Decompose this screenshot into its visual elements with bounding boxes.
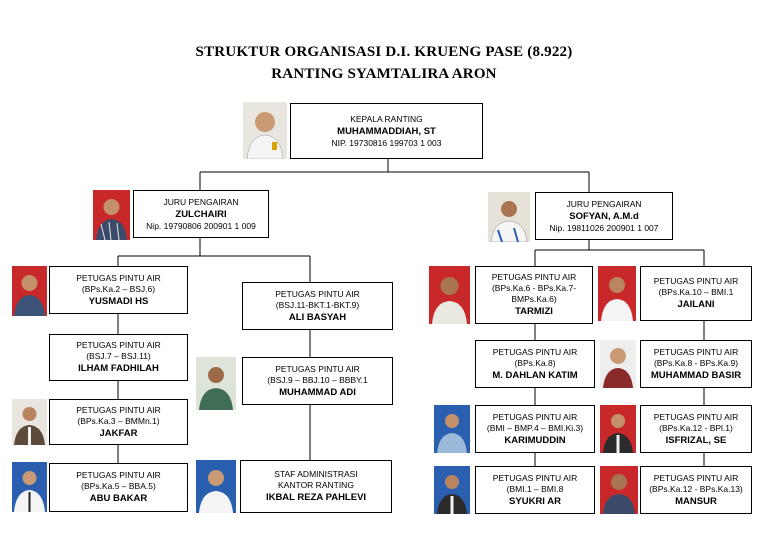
petugas-box: PETUGAS PINTU AIR (BPs.Ka.8) M. DAHLAN K…: [475, 340, 595, 388]
juru-left-nip: Nip. 19790806 200901 1 009: [146, 220, 256, 231]
petugas-code: (BMI – BMP.4 – BMI.Ki.3): [486, 422, 584, 433]
syukri-portrait-photo: [434, 466, 470, 514]
petugas-role: PETUGAS PINTU AIR: [492, 472, 578, 483]
petugas-name: TARMIZI: [515, 306, 553, 317]
petugas-box: PETUGAS PINTU AIR (BPs.Ka.12 - BPs.Ka.13…: [640, 466, 752, 514]
muhammadbasir-portrait-photo: [600, 340, 636, 388]
petugas-name: YUSMADI HS: [88, 295, 149, 307]
petugas-box: PETUGAS PINTU AIR (BPs.Ka.10 – BMI.1 JAI…: [640, 266, 752, 321]
jailani-portrait-photo: [598, 266, 636, 321]
juru-left-role: JURU PENGAIRAN: [163, 196, 239, 207]
petugas-role: PETUGAS PINTU AIR: [653, 276, 739, 286]
staff-name: IKBAL REZA PAHLEVI: [265, 492, 367, 503]
chart-title-line1: STRUKTUR ORGANISASI D.I. KRUENG PASE (8.…: [195, 44, 573, 60]
petugas-code: (BMI.1 – BMI.8: [506, 483, 564, 494]
head-box: KEPALA RANTING MUHAMMADDIAH, ST NIP. 197…: [290, 103, 483, 159]
petugas-box: PETUGAS PINTU AIR (BMI – BMP.4 – BMI.Ki.…: [475, 405, 595, 453]
petugas-name: KARIMUDDIN: [504, 434, 566, 446]
petugas-name: ISFRIZAL, SE: [665, 434, 727, 446]
petugas-box: PETUGAS PINTU AIR (BPs.Ka.5 – BBA.5) ABU…: [49, 463, 188, 512]
petugas-box: PETUGAS PINTU AIR (BPs.Ka.6 - BPs.Ka.7- …: [475, 266, 593, 324]
juru-left-name: ZULCHAIRI: [175, 208, 227, 220]
petugas-box: PETUGAS PINTU AIR (BPs.Ka.2 – BSJ.6) YUS…: [49, 266, 188, 314]
petugas-role: PETUGAS PINTU AIR: [275, 288, 360, 299]
head-name: MUHAMMADDIAH, ST: [337, 125, 436, 137]
petugas-code: (BPs.Ka.5 – BBA.5): [81, 481, 156, 491]
yusmadi-portrait-photo: [12, 266, 47, 316]
juru-right-box: JURU PENGAIRAN SOFYAN, A.M.d Nip. 198110…: [535, 192, 673, 240]
petugas-box: PETUGAS PINTU AIR (BPs.Ka.8 - BPs.Ka.9) …: [640, 340, 752, 388]
petugas-name: M. DAHLAN KATIM: [492, 369, 578, 381]
petugas-name: ILHAM FADHILAH: [78, 363, 159, 374]
petugas-role: PETUGAS PINTU AIR: [76, 470, 161, 480]
petugas-role: PETUGAS PINTU AIR: [76, 272, 161, 283]
petugas-role: PETUGAS PINTU AIR: [653, 411, 739, 422]
petugas-role: PETUGAS PINTU AIR: [491, 272, 577, 282]
petugas-name: ABU BAKAR: [89, 493, 148, 504]
petugas-role: PETUGAS PINTU AIR: [492, 411, 578, 422]
petugas-name: ALI BASYAH: [288, 311, 347, 323]
petugas-box: PETUGAS PINTU AIR (BPs.Ka.12 - BPl.1) IS…: [640, 405, 752, 453]
petugas-name: SYUKRI AR: [509, 495, 561, 507]
muhammadadi-portrait-photo: [196, 357, 236, 410]
petugas-code: (BPs.Ka.8): [514, 357, 556, 368]
petugas-role: PETUGAS PINTU AIR: [76, 340, 161, 350]
staff-admin-box: STAF ADMINISTRASI KANTOR RANTING IKBAL R…: [240, 460, 392, 513]
petugas-role: PETUGAS PINTU AIR: [653, 346, 739, 357]
head-nip: NIP. 19730816 199703 1 003: [331, 137, 442, 148]
petugas-code: (BPs.Ka.3 – BMMn.1): [77, 415, 160, 426]
petugas-code: (BSJ.11-BKT.1-BKT.9): [275, 299, 360, 310]
isfrizal-portrait-photo: [600, 405, 636, 453]
juru-right-nip: Nip. 19811026 200901 1 007: [549, 222, 659, 233]
petugas-code: (BPs.Ka.12 - BPs.Ka.13): [649, 483, 743, 494]
petugas-role: PETUGAS PINTU AIR: [653, 472, 739, 483]
mansur-portrait-photo: [600, 466, 638, 514]
juru-right-role: JURU PENGAIRAN: [566, 198, 642, 209]
tarmizi-portrait-photo: [429, 266, 470, 324]
petugas-role: PETUGAS PINTU AIR: [76, 404, 161, 415]
petugas-name: JAKFAR: [99, 427, 138, 439]
petugas-code: (BPs.Ka.2 – BSJ.6): [81, 283, 156, 294]
petugas-code: (BSJ.7 – BSJ.11): [86, 351, 151, 361]
petugas-code: (BPs.Ka.6 - BPs.Ka.7-: [491, 283, 577, 293]
petugas-role: PETUGAS PINTU AIR: [492, 346, 578, 357]
petugas-code: (BPs.Ka.8 - BPs.Ka.9): [653, 357, 739, 368]
head-portrait-photo: [243, 102, 287, 159]
petugas-name: MUHAMMAD ADI: [279, 386, 356, 398]
petugas-box: PETUGAS PINTU AIR (BMI.1 – BMI.8 SYUKRI …: [475, 466, 595, 514]
staff-line2: KANTOR RANTING: [278, 480, 354, 490]
petugas-name: MUHAMMAD BASIR: [650, 369, 742, 381]
petugas-code-line2: BMPs.Ka.6): [511, 294, 557, 304]
petugas-box: PETUGAS PINTU AIR (BPs.Ka.3 – BMMn.1) JA…: [49, 399, 188, 445]
petugas-code: (BSJ.9 – BBJ.10 – BBBY.1: [267, 374, 368, 385]
karimuddin-portrait-photo: [434, 405, 470, 453]
zulchairi-portrait-photo: [93, 190, 130, 240]
petugas-code: (BPs.Ka.12 - BPl.1): [659, 422, 733, 433]
petugas-box: PETUGAS PINTU AIR (BSJ.7 – BSJ.11) ILHAM…: [49, 334, 188, 381]
petugas-role: PETUGAS PINTU AIR: [275, 363, 360, 374]
ikbal-portrait-photo: [196, 460, 236, 513]
petugas-name: MANSUR: [675, 495, 717, 507]
petugas-box: PETUGAS PINTU AIR (BSJ.11-BKT.1-BKT.9) A…: [242, 282, 393, 330]
petugas-name: JAILANI: [677, 299, 715, 310]
juru-left-box: JURU PENGAIRAN ZULCHAIRI Nip. 19790806 2…: [133, 190, 269, 238]
petugas-code: (BPs.Ka.10 – BMI.1: [658, 287, 734, 297]
petugas-box: PETUGAS PINTU AIR (BSJ.9 – BBJ.10 – BBBY…: [242, 357, 393, 405]
staff-line1: STAF ADMINISTRASI: [274, 469, 358, 479]
jakfar-portrait-photo: [12, 399, 47, 445]
sofyan-portrait-photo: [488, 192, 530, 242]
juru-right-name: SOFYAN, A.M.d: [569, 210, 639, 222]
chart-title-line2: RANTING SYAMTALIRA ARON: [271, 66, 497, 82]
head-role: KEPALA RANTING: [350, 113, 423, 124]
abubakar-portrait-photo: [12, 462, 47, 512]
